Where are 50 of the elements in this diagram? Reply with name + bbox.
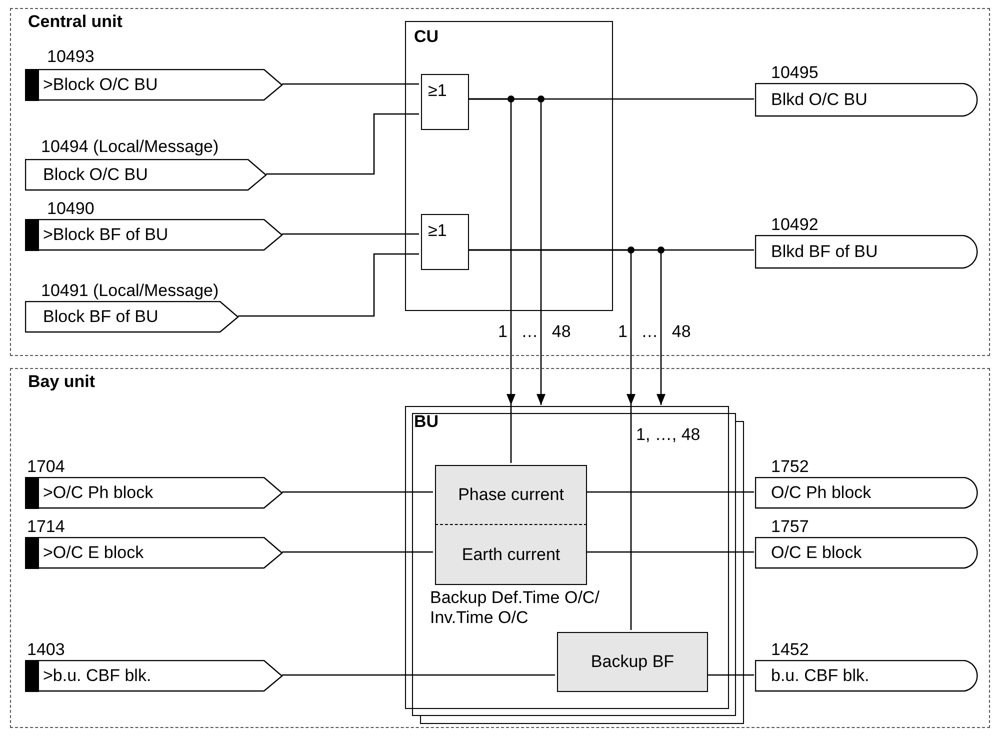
signal-label: >Block BF of BU xyxy=(43,225,168,245)
signal-number: 1752 xyxy=(771,457,809,477)
or-gate: ≥1 xyxy=(421,214,469,270)
signal-label: Block O/C BU xyxy=(43,165,148,185)
signal-number: 10494 (Local/Message) xyxy=(41,137,219,157)
signal-label: Blkd O/C BU xyxy=(771,90,868,110)
channel-range-label: 1, …, 48 xyxy=(636,425,700,445)
input-signal xyxy=(25,159,267,191)
signal-label: O/C E block xyxy=(771,543,862,563)
signal-label: >b.u. CBF blk. xyxy=(43,666,152,686)
function-block: Phase current xyxy=(435,465,587,525)
signal-label: >O/C Ph block xyxy=(43,483,154,503)
signal-number: 10492 xyxy=(771,215,818,235)
dashed-frame xyxy=(10,368,990,728)
signal-number: 1452 xyxy=(771,640,809,660)
signal-label: Blkd BF of BU xyxy=(771,242,878,262)
output-signal xyxy=(755,477,981,509)
group-title: Central unit xyxy=(28,12,122,32)
signal-label: >Block O/C BU xyxy=(43,75,158,95)
or-gate: ≥1 xyxy=(421,74,469,130)
note-text: Backup Def.Time O/C/ Inv.Time O/C xyxy=(430,588,600,628)
unit-title: BU xyxy=(414,412,439,432)
signal-number: 10493 xyxy=(47,47,94,67)
signal-number: 1403 xyxy=(27,640,65,660)
dashed-frame xyxy=(10,8,990,356)
signal-number: 1757 xyxy=(771,517,809,537)
signal-number: 10495 xyxy=(771,63,818,83)
signal-number: 10491 (Local/Message) xyxy=(41,281,219,301)
input-signal xyxy=(25,301,239,333)
output-signal xyxy=(755,537,981,569)
signal-label: Block BF of BU xyxy=(43,307,158,327)
signal-label: b.u. CBF blk. xyxy=(771,666,870,686)
signal-label: O/C Ph block xyxy=(771,483,872,503)
input-signal xyxy=(25,69,283,101)
signal-number: 1714 xyxy=(27,517,65,537)
input-signal xyxy=(25,477,283,509)
input-signal xyxy=(25,660,283,692)
function-block: Backup BF xyxy=(557,632,708,692)
group-title: Bay unit xyxy=(28,372,96,392)
channel-range-label: 1 … 48 xyxy=(618,322,691,342)
input-signal xyxy=(25,537,283,569)
unit-box xyxy=(405,21,613,311)
function-block: Earth current xyxy=(435,525,587,585)
signal-label: >O/C E block xyxy=(43,543,144,563)
input-signal xyxy=(25,219,283,251)
unit-title: CU xyxy=(414,27,439,47)
output-signal xyxy=(755,660,981,692)
channel-range-label: 1 … 48 xyxy=(498,322,571,342)
signal-number: 10490 xyxy=(47,199,94,219)
signal-number: 1704 xyxy=(27,457,65,477)
